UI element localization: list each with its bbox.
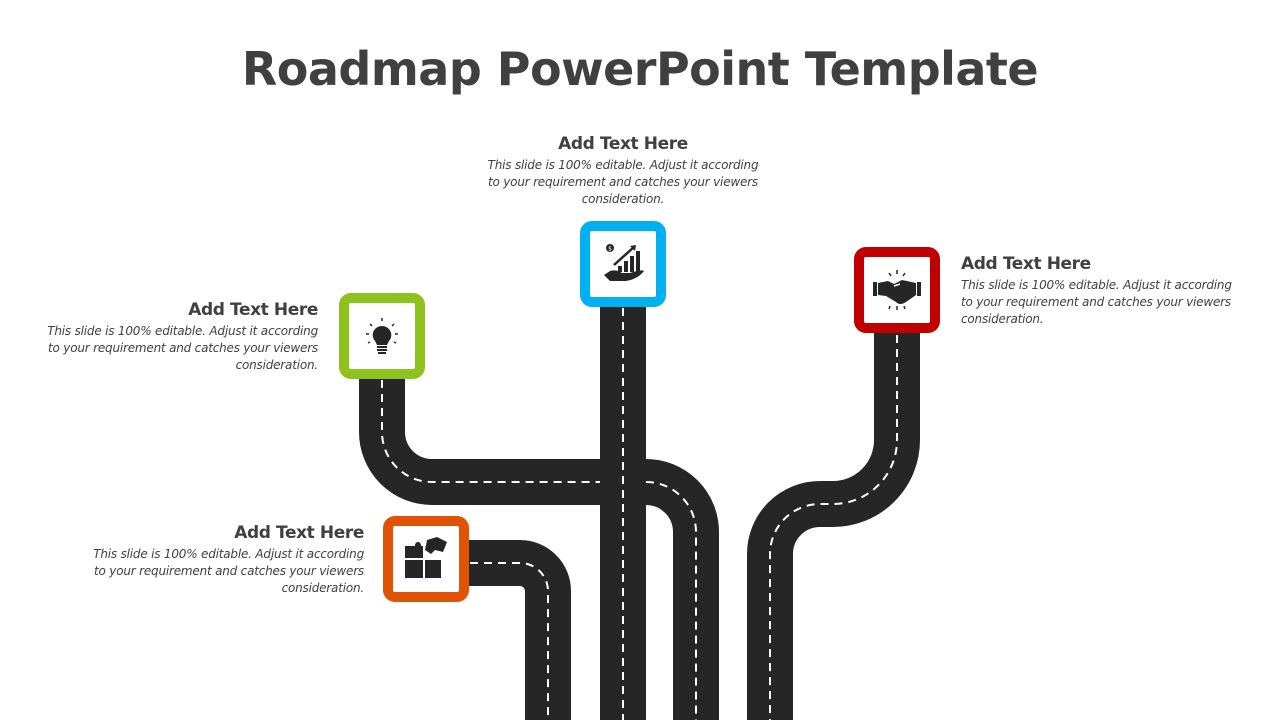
milestone-heading: Add Text Here (234, 523, 364, 543)
milestone-4-text: Add Text Here This slide is 100% editabl… (84, 523, 364, 597)
money-growth-hand-icon: $ (604, 244, 644, 281)
milestone-2-text: Add Text Here This slide is 100% editabl… (38, 300, 318, 374)
slide-title: Roadmap PowerPoint Template (241, 42, 1039, 96)
milestone-body: This slide is 100% editable. Adjust it a… (93, 547, 364, 595)
milestone-3-icon-box (854, 247, 940, 333)
milestone-heading: Add Text Here (961, 254, 1091, 274)
milestone-body: This slide is 100% editable. Adjust it a… (47, 324, 318, 372)
milestone-body: This slide is 100% editable. Adjust it a… (487, 158, 759, 206)
milestone-heading: Add Text Here (188, 300, 318, 320)
road-red (747, 325, 920, 720)
road-orange (460, 540, 571, 720)
milestone-3-text: Add Text Here This slide is 100% editabl… (961, 254, 1241, 328)
puzzle-icon (405, 537, 447, 578)
handshake-icon (873, 270, 921, 310)
milestone-heading: Add Text Here (558, 134, 688, 154)
milestone-2-icon-box (339, 293, 425, 379)
milestone-body: This slide is 100% editable. Adjust it a… (961, 278, 1232, 326)
svg-text:$: $ (608, 246, 612, 253)
lightbulb-icon (366, 318, 398, 354)
milestone-4-icon-box (383, 516, 469, 602)
milestone-1-text: Add Text Here This slide is 100% editabl… (483, 134, 763, 208)
milestone-1-icon-box: $ (580, 221, 666, 307)
